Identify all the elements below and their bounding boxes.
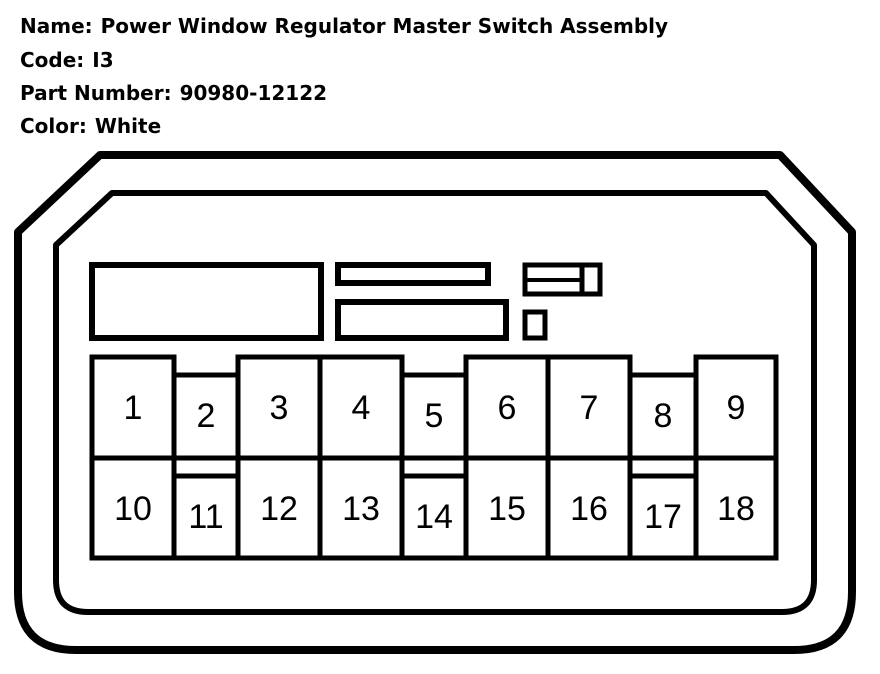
key-slot-large (89, 262, 324, 341)
pin-number-18: 18 (717, 490, 755, 528)
pin-number-12: 12 (260, 490, 298, 528)
part-number-value: 90980-12122 (179, 81, 328, 105)
pin-number-11: 11 (188, 498, 223, 536)
connector-outer-housing (14, 151, 856, 654)
pin-number-17: 17 (644, 498, 682, 536)
pin-number-14: 14 (415, 498, 453, 536)
pin-number-9: 9 (727, 389, 746, 427)
pin-cavity-2 (171, 372, 241, 461)
pin-number-5: 5 (425, 397, 444, 435)
pin-cavity-1 (89, 354, 177, 461)
part-number-label: Part Number: (20, 81, 172, 105)
code-value: I3 (92, 48, 114, 72)
code-label: Code: (20, 48, 85, 72)
pin-number-4: 4 (352, 389, 371, 427)
pin-cavity-16 (545, 455, 633, 561)
name-label: Name: (20, 14, 93, 38)
pin-number-10: 10 (114, 490, 152, 528)
pin-cavity-10 (89, 455, 177, 561)
pin-cavity-5 (399, 372, 469, 461)
pin-number-16: 16 (570, 490, 608, 528)
pin-cavity-11 (171, 473, 241, 561)
pin-number-6: 6 (498, 389, 517, 427)
pin-cavity-17 (627, 473, 699, 561)
key-slot-tiny (522, 309, 548, 341)
pin-number-15: 15 (488, 490, 526, 528)
pin-cavity-14 (399, 473, 469, 561)
info-part-line: Part Number: 90980-12122 (20, 81, 327, 105)
connector-inner-housing (53, 190, 817, 615)
pin-number-8: 8 (654, 397, 673, 435)
pin-number-2: 2 (197, 397, 216, 435)
pin-number-7: 7 (580, 389, 599, 427)
pin-cavity-8 (627, 372, 699, 461)
key-slot-mid-bar (335, 299, 509, 341)
color-value: White (94, 114, 162, 138)
pin-number-13: 13 (342, 490, 380, 528)
pin-cavity-9 (693, 354, 779, 461)
color-label: Color: (20, 114, 87, 138)
info-code-line: Code: I3 (20, 48, 114, 72)
info-name-line: Name: Power Window Regulator Master Switc… (20, 14, 668, 38)
pin-number-1: 1 (124, 389, 143, 427)
pin-cavity-18 (693, 455, 779, 561)
info-color-line: Color: White (20, 114, 161, 138)
name-value: Power Window Regulator Master Switch Ass… (100, 14, 669, 38)
pin-number-3: 3 (270, 389, 289, 427)
key-slot-top-bar (335, 262, 491, 286)
